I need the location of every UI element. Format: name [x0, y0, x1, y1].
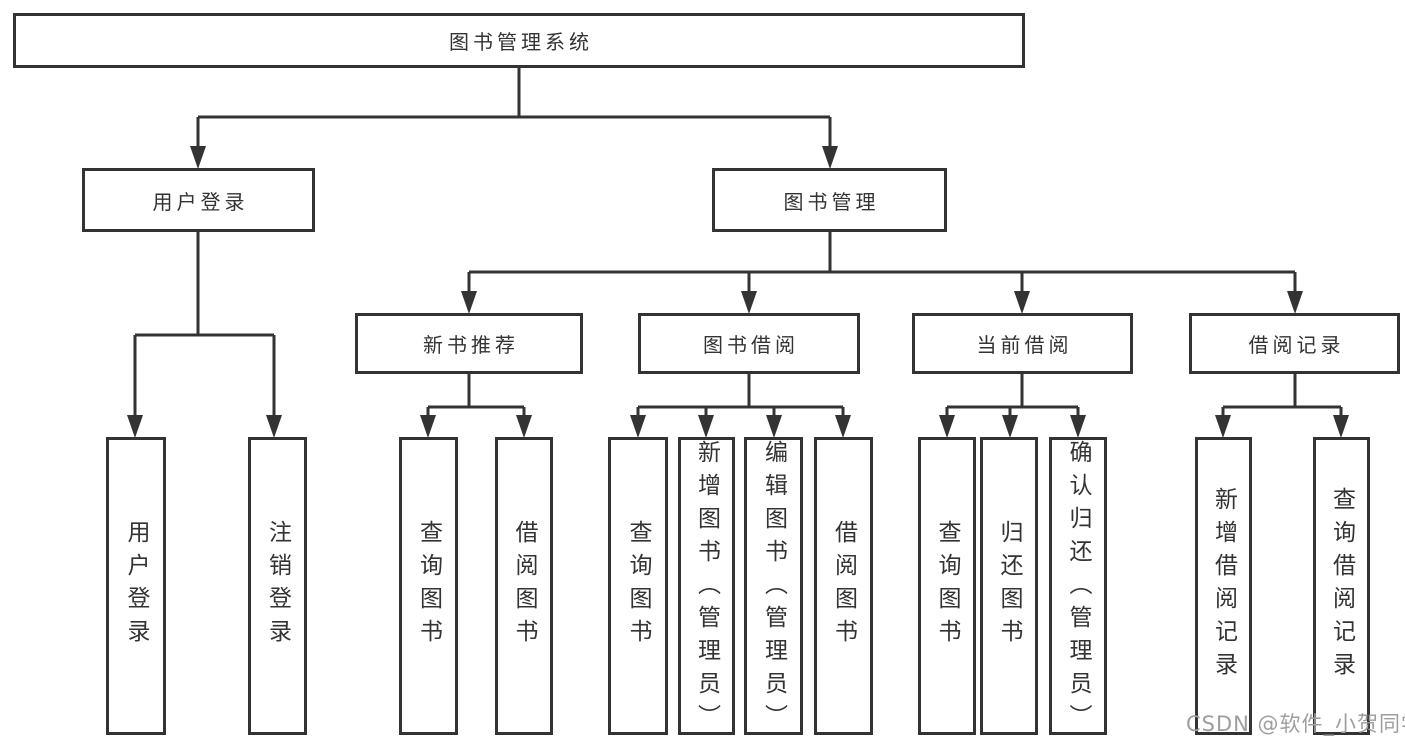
- arrowhead-icon: [1333, 415, 1349, 438]
- node-label: 确认归还（管理员）: [1065, 440, 1091, 737]
- diagram-node-confirm-return-admin: 确认归还（管理员）: [1049, 437, 1107, 737]
- diagram-node-return-books: 归还图书: [980, 437, 1038, 735]
- arrowhead-icon: [190, 146, 206, 169]
- arrowhead-icon: [516, 415, 532, 438]
- diagram-node-user-login-group: 用户登录: [82, 168, 315, 232]
- arrowhead-icon: [698, 415, 714, 438]
- arrowhead-icon: [630, 415, 646, 438]
- diagram-node-edit-books-admin: 编辑图书（管理员）: [744, 437, 803, 737]
- node-label: 图书管理: [783, 189, 880, 214]
- node-label: 图书借阅: [703, 333, 799, 357]
- arrowhead-icon: [939, 415, 955, 438]
- node-label: 图书管理系统: [449, 30, 593, 54]
- diagram-node-new-book-recommend: 新书推荐: [355, 313, 583, 374]
- node-label: 新增图书（管理员）: [693, 440, 720, 737]
- node-label: 查询图书: [415, 520, 442, 652]
- arrowhead-icon: [266, 415, 282, 438]
- watermark: CSDN @软件_小贺同学: [1186, 712, 1405, 736]
- node-label: 借阅图书: [830, 520, 857, 652]
- connector-line: [196, 68, 832, 154]
- diagram-node-query-borrow-record: 查询借阅记录: [1313, 437, 1370, 735]
- arrowhead-icon: [1014, 291, 1030, 314]
- arrowhead-icon: [420, 415, 436, 438]
- node-label: 用户登录: [123, 520, 149, 652]
- arrowhead-icon: [766, 415, 782, 438]
- arrowhead-icon: [1002, 415, 1018, 438]
- arrowhead-icon: [127, 415, 143, 438]
- node-label: 查询图书: [625, 520, 651, 652]
- diagram-node-add-borrow-record: 新增借阅记录: [1195, 437, 1252, 735]
- diagram-node-query-books-2: 查询图书: [608, 437, 668, 735]
- node-label: 新书推荐: [423, 333, 519, 357]
- node-label: 归还图书: [996, 520, 1022, 652]
- node-label: 注销登录: [264, 520, 291, 652]
- diagram-node-book-management: 图书管理: [712, 168, 947, 232]
- diagram-node-borrow-books-1: 借阅图书: [495, 437, 553, 735]
- connector-line: [426, 374, 526, 423]
- diagram-node-logout: 注销登录: [248, 437, 307, 735]
- arrowhead-icon: [1070, 415, 1086, 438]
- diagram-node-current-borrowing: 当前借阅: [912, 313, 1133, 374]
- connector-line: [133, 232, 276, 423]
- arrowhead-icon: [1287, 291, 1303, 314]
- connector-line: [467, 232, 1297, 299]
- connector-line: [1221, 374, 1343, 423]
- arrowhead-icon: [1215, 415, 1231, 438]
- node-label: 查询图书: [934, 520, 960, 652]
- diagram-node-system: 图书管理系统: [13, 13, 1025, 68]
- diagram-node-user-login: 用户登录: [106, 437, 166, 735]
- node-label: 编辑图书（管理员）: [760, 440, 787, 737]
- connector-line: [636, 374, 845, 423]
- arrowhead-icon: [741, 291, 757, 314]
- arrowhead-icon: [822, 146, 838, 169]
- node-label: 当前借阅: [976, 333, 1073, 357]
- diagram-node-borrow-books-2: 借阅图书: [814, 437, 873, 735]
- diagram-node-book-borrowing: 图书借阅: [638, 313, 860, 374]
- diagram-node-query-books-3: 查询图书: [918, 437, 976, 735]
- node-label: 查询借阅记录: [1328, 487, 1355, 685]
- node-label: 新增借阅记录: [1210, 487, 1237, 685]
- diagram-node-query-books-1: 查询图书: [399, 437, 458, 735]
- node-label: 借阅图书: [511, 520, 537, 652]
- node-label: 用户登录: [152, 189, 249, 214]
- diagram-node-borrowing-records: 借阅记录: [1189, 313, 1400, 374]
- diagram-node-add-books-admin: 新增图书（管理员）: [678, 437, 735, 737]
- arrowhead-icon: [835, 415, 851, 438]
- node-label: 借阅记录: [1248, 333, 1345, 357]
- arrowhead-icon: [461, 291, 477, 314]
